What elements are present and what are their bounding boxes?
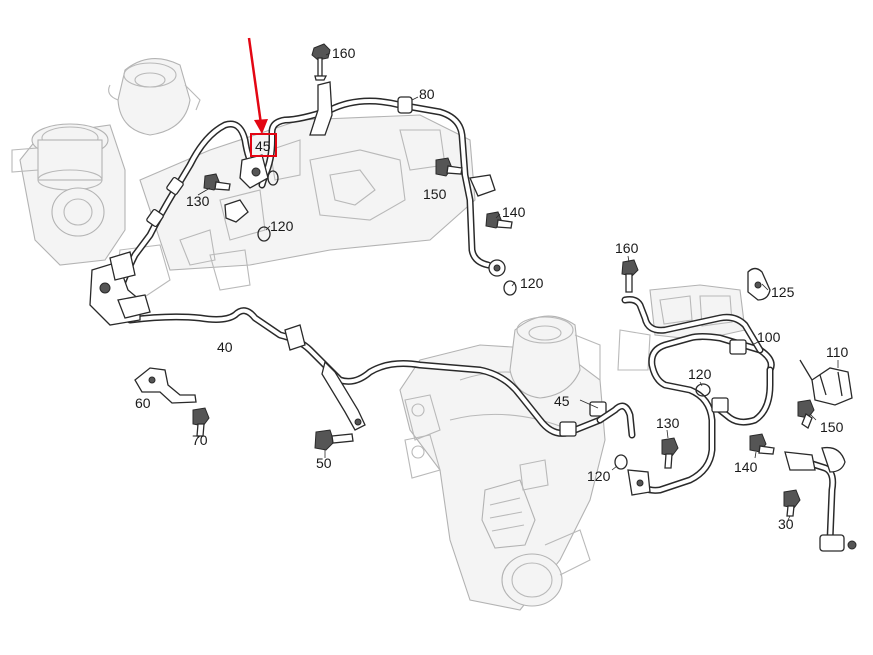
- bracket-60: [134, 367, 197, 404]
- callout-45-lower: 45: [554, 393, 570, 409]
- pipe-40: [126, 307, 607, 437]
- ring-45-upper: [267, 170, 279, 186]
- leader-lines: [197, 52, 839, 521]
- bolt-160-upper: [309, 43, 333, 136]
- callout-60: 60: [135, 395, 151, 411]
- bolt-50: [314, 429, 354, 451]
- pipe-80: [258, 96, 506, 277]
- bracket-110: [799, 359, 853, 406]
- highlight-arrow-shaft: [247, 37, 263, 125]
- ring-120-upper-right: [503, 280, 517, 296]
- callout-120-mid: 120: [688, 366, 712, 382]
- pipe-45-lower: [596, 366, 774, 439]
- banjo-fitting-left: [89, 251, 151, 326]
- bolt-150-lower: [797, 399, 815, 429]
- callout-70: 70: [192, 432, 208, 448]
- clip-125: [747, 267, 771, 301]
- highlight-annotation: [247, 37, 277, 157]
- callout-100: 100: [757, 329, 781, 345]
- callout-125: 125: [771, 284, 795, 300]
- bolt-160-lower: [621, 259, 639, 293]
- outlet-pipe-right: [784, 446, 857, 552]
- bolt-150-upper: [435, 157, 463, 177]
- bolt-130-lower: [661, 437, 679, 469]
- ring-120-upper-left: [257, 226, 271, 242]
- engine-background: [11, 58, 746, 611]
- bolt-30: [783, 489, 801, 517]
- sealing-rings: [257, 170, 711, 470]
- callout-160-upper: 160: [332, 45, 356, 61]
- callout-120-upper-left: 120: [270, 218, 294, 234]
- ring-120-lower: [614, 454, 628, 470]
- callout-160-lower: 160: [615, 240, 639, 256]
- callout-45-highlighted: 45: [255, 138, 271, 154]
- callout-140-upper: 140: [502, 204, 526, 220]
- ring-120-mid: [695, 383, 711, 397]
- callout-150-lower: 150: [820, 419, 844, 435]
- callout-120-lower: 120: [587, 468, 611, 484]
- pipe-45-upper: [116, 120, 269, 294]
- bolt-130-upper: [203, 173, 249, 223]
- callout-130-lower: 130: [656, 415, 680, 431]
- callout-130-upper: 130: [186, 193, 210, 209]
- bolt-140-lower: [749, 433, 775, 455]
- callout-80: 80: [419, 86, 435, 102]
- pipe-100: [621, 296, 775, 496]
- callout-140-lower: 140: [734, 459, 758, 475]
- bolt-70: [192, 407, 210, 437]
- callout-30: 30: [778, 516, 794, 532]
- highlight-arrow-head: [254, 119, 268, 134]
- callout-40: 40: [217, 339, 233, 355]
- callout-50: 50: [316, 455, 332, 471]
- callout-150-upper: 150: [423, 186, 447, 202]
- callout-labels: 160 80 45 150 130 120 140 120 160 125 10…: [135, 45, 849, 532]
- highlight-box: [250, 133, 277, 157]
- callout-110: 110: [826, 344, 849, 360]
- callout-120-upper-right: 120: [520, 275, 544, 291]
